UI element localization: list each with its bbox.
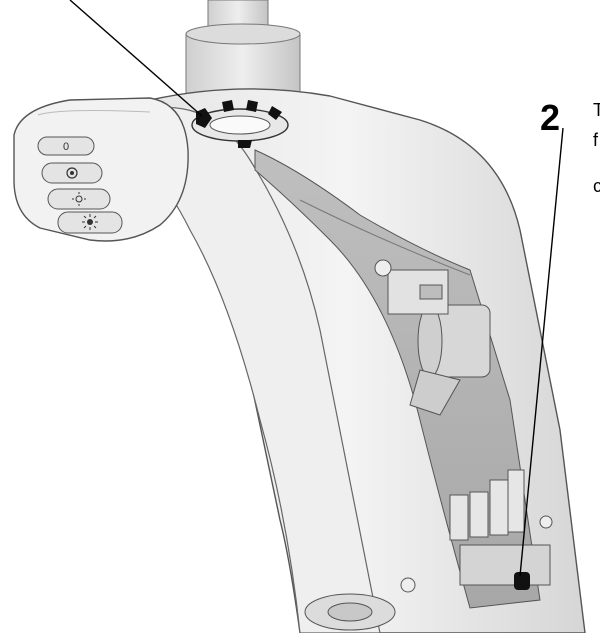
svg-text:0: 0 <box>63 141 69 153</box>
callout-text-line-1: T <box>593 100 600 120</box>
callout-text-line-3: c <box>593 176 600 196</box>
dim-light-icon <box>47 188 111 210</box>
callout-leader-line-2 <box>519 127 564 577</box>
callout-text-line-2: f <box>593 130 599 150</box>
composite-cure-icon <box>41 162 103 184</box>
callout-number: 2 <box>540 97 561 138</box>
control-button-panel: 0 <box>37 136 123 234</box>
highlighted-component <box>514 572 530 590</box>
bright-light-icon <box>57 211 123 234</box>
internal-compartment <box>254 149 553 609</box>
retaining-ring <box>191 100 289 148</box>
mounting-post <box>185 0 301 103</box>
callout-leader-line-1 <box>69 0 203 117</box>
base-joint <box>304 577 416 631</box>
power-off-icon: 0 <box>37 136 95 156</box>
